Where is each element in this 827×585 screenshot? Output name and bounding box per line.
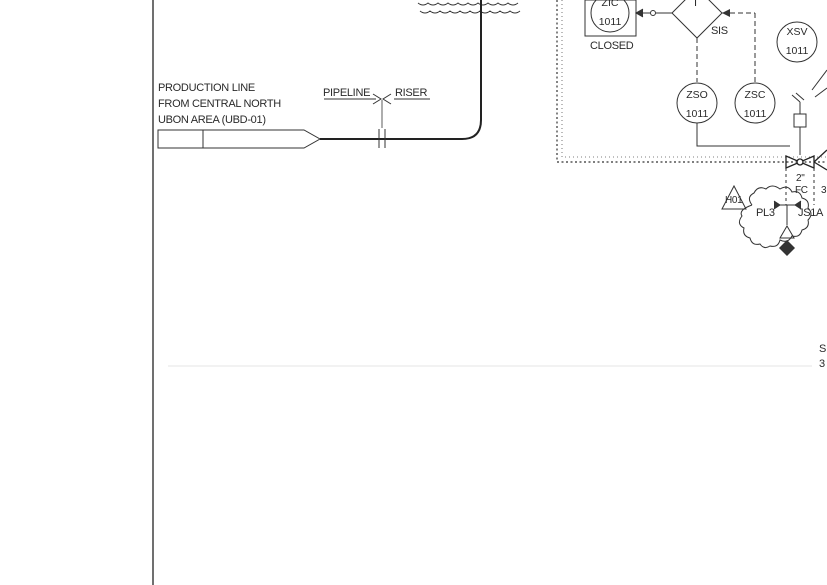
shutdown-valve [785, 149, 827, 171]
valve-actuator [791, 69, 827, 155]
pipeline-label: PIPELINE [323, 87, 371, 99]
zic-indicator-symbol [584, 0, 637, 37]
drain-diamond-symbol [779, 240, 795, 256]
zsc-tag: ZSC [744, 89, 766, 101]
source-offpage-connector [157, 129, 322, 149]
h01-flag [721, 184, 747, 210]
valve-size-label: 2" [796, 173, 805, 184]
spec-break-right-label: JS1A [798, 207, 824, 219]
zic-number: 1011 [598, 16, 622, 28]
zic-state-label: CLOSED [590, 40, 634, 52]
revision-cloud [738, 185, 812, 249]
source-line-label-1: PRODUCTION LINE [158, 82, 255, 94]
sis-signal-lines [696, 12, 756, 82]
xsv-bubble [776, 21, 818, 63]
zic-tag: ZIC [601, 0, 619, 9]
zso-tag: ZSO [686, 89, 708, 101]
production-pipeline [320, 0, 482, 140]
sis-label: SIS [711, 25, 728, 37]
sea-surface-symbol [417, 2, 521, 14]
zso-link-line [696, 123, 790, 147]
valve-fail-action-label: FC [795, 185, 808, 196]
valve-extra-label: 3 [821, 185, 827, 196]
logic-symbol: I [694, 0, 697, 9]
spec-break-line [773, 200, 802, 225]
edge-text-line-1: S [819, 343, 827, 355]
source-line-label-3: UBON AREA (UBD-01) [158, 114, 266, 126]
h01-label: H01 [725, 195, 743, 206]
riser-label: RISER [395, 87, 428, 99]
pipeline-riser-boundary [324, 93, 430, 148]
valve-dashed-leaders [785, 168, 815, 205]
zsc-bubble [734, 82, 776, 124]
instrument-skid-boundary-inner [561, 0, 827, 158]
xsv-number: 1011 [785, 45, 809, 57]
source-line-label-2: FROM CENTRAL NORTH [158, 98, 281, 110]
sis-arrowhead [722, 9, 730, 17]
zic-signal-line [634, 8, 672, 18]
zsc-number: 1011 [743, 108, 767, 120]
instrument-skid-boundary [556, 0, 827, 163]
drain-triangle-symbol [779, 225, 795, 239]
xsv-tag: XSV [786, 26, 808, 38]
edge-text-line-2: 3 [819, 358, 825, 370]
spec-break-left-label: PL3 [756, 207, 775, 219]
zso-number: 1011 [685, 108, 709, 120]
